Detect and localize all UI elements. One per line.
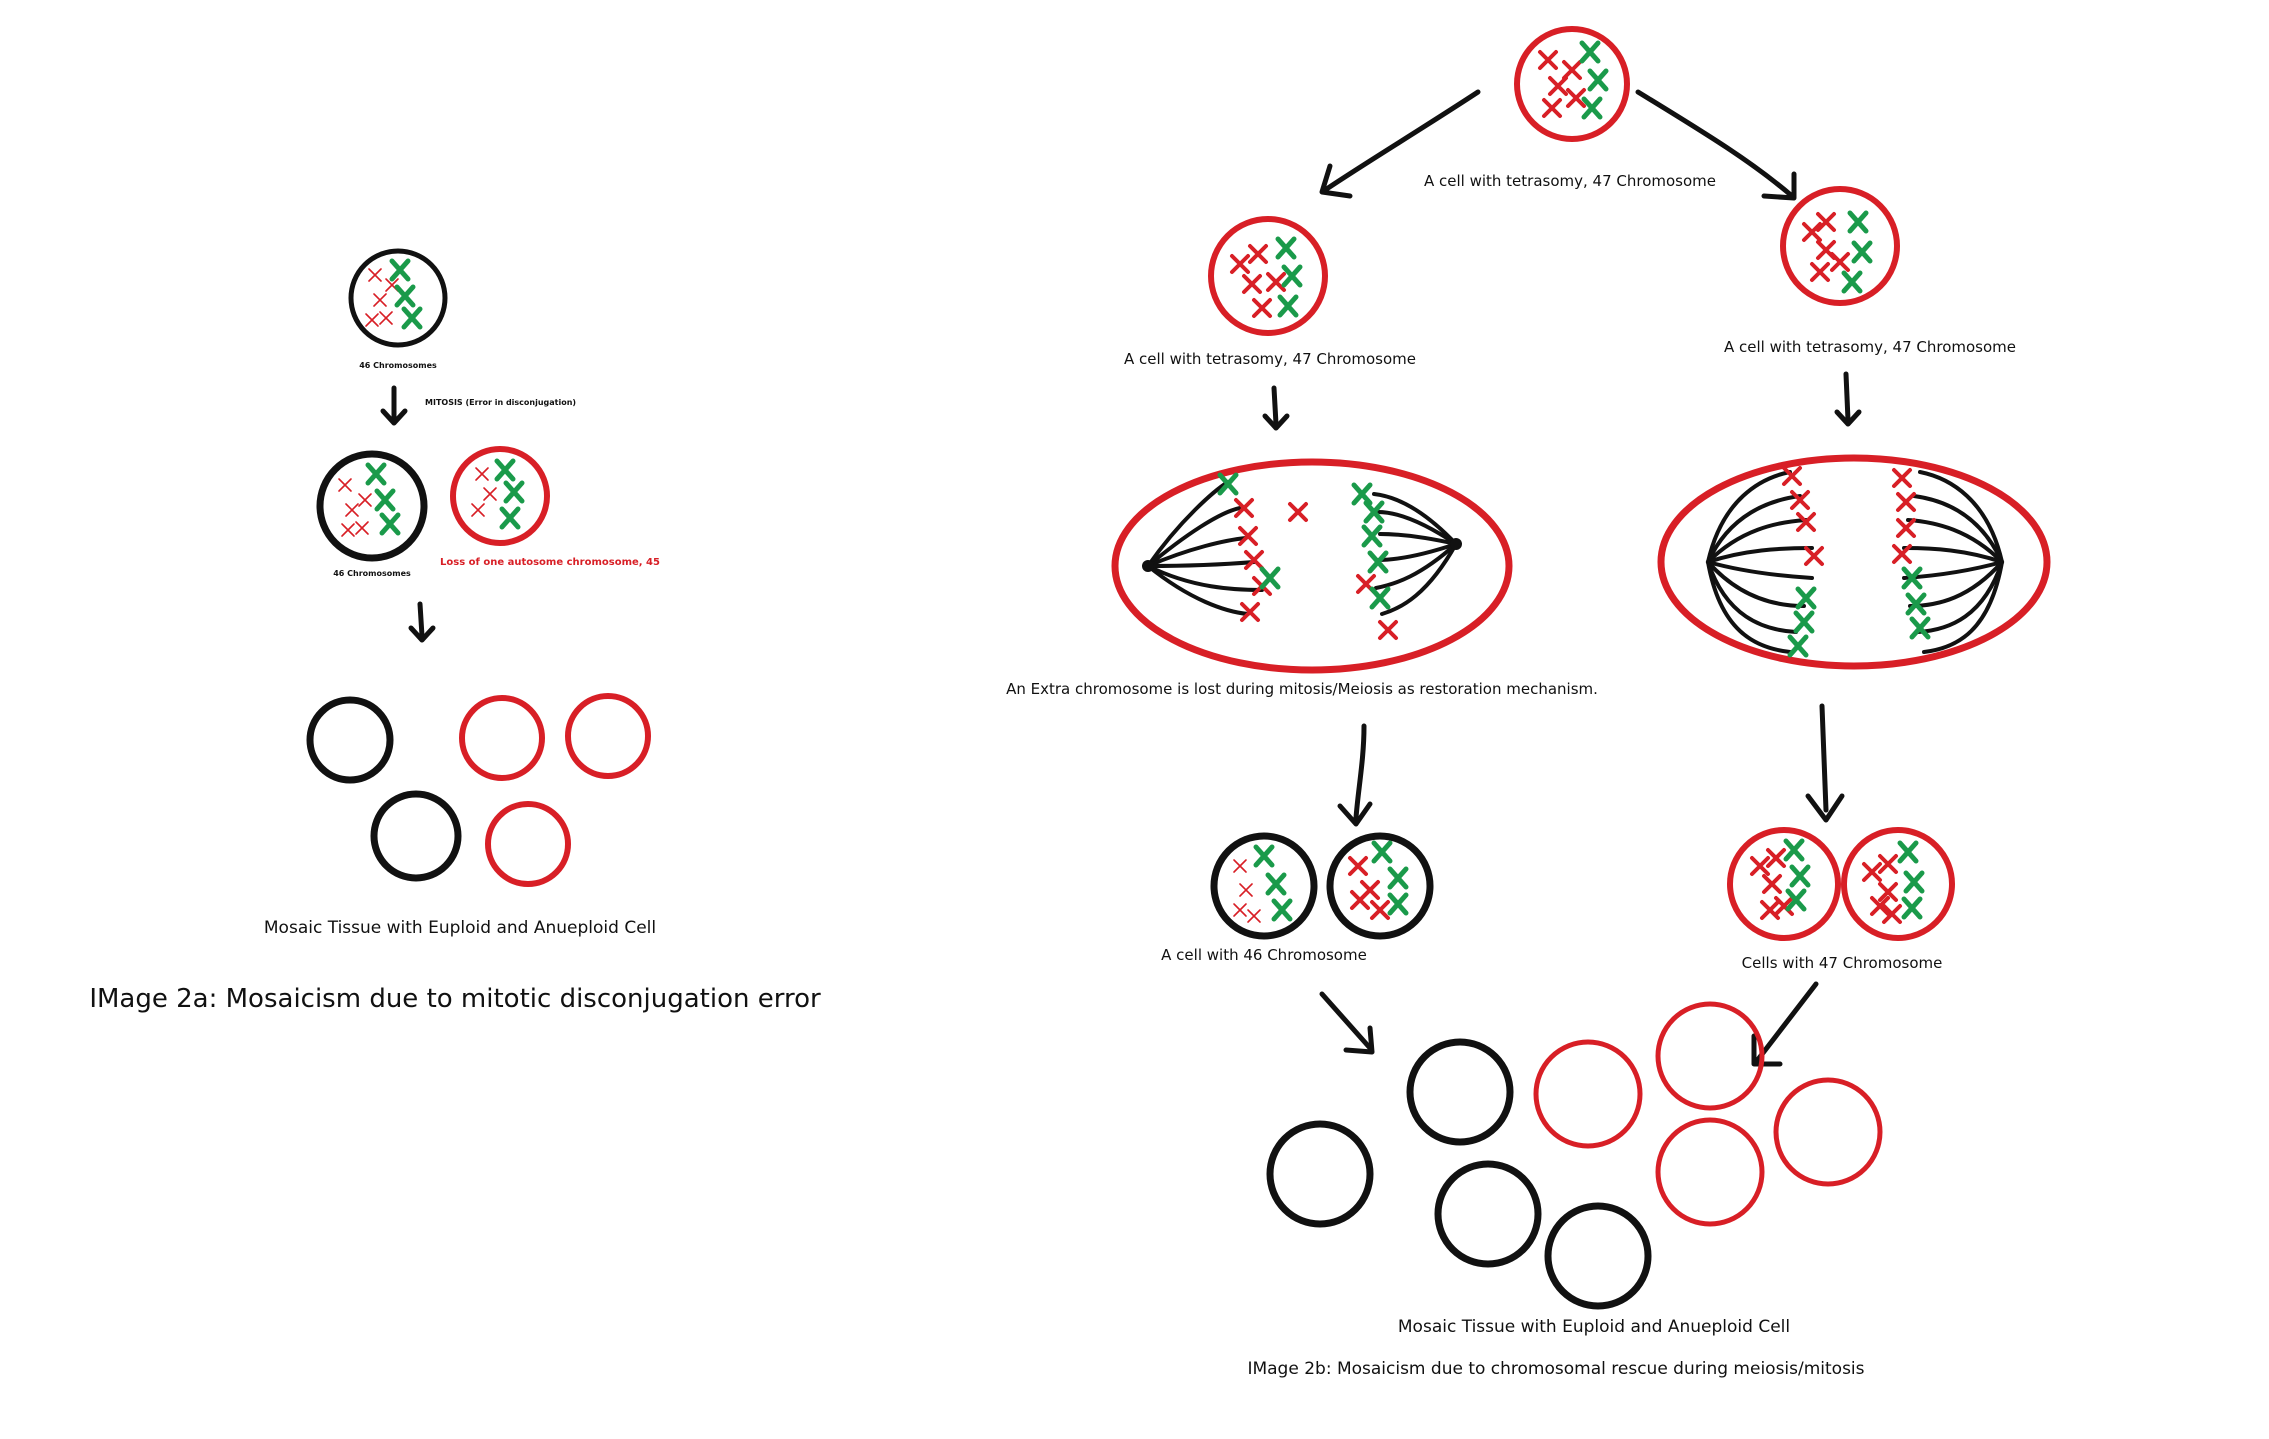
panel-a-top-cell-label: 46 Chromosomes [359,361,437,370]
panel-a-arrow-1 [383,388,405,423]
panel-b: A cell with tetrasomy, 47 Chromosome A c… [1006,29,2047,1379]
panel-a: 46 Chromosomes MITOSIS (Error in disconj… [89,251,821,1014]
panel-b-arrow-to-tissue-left [1322,994,1372,1052]
panel-a-aneuploid-cell-label: Loss of one autosome chromosome, 45 [440,557,660,568]
panel-a-process-label: MITOSIS (Error in disconjugation) [425,398,576,407]
panel-a-normal-cell-label: 46 Chromosomes [333,569,411,578]
panel-b-right-daughters-label: Cells with 47 Chromosome [1742,954,1943,972]
panel-b-left-cell-label: A cell with tetrasomy, 47 Chromosome [1124,350,1416,368]
panel-b-right-cell-label: A cell with tetrasomy, 47 Chromosome [1724,338,2016,356]
panel-a-tissue-label: Mosaic Tissue with Euploid and Anueploid… [264,918,656,938]
panel-a-caption: IMage 2a: Mosaicism due to mitotic disco… [89,984,821,1014]
panel-b-top-cell-label: A cell with tetrasomy, 47 Chromosome [1424,172,1716,190]
panel-b-left-daughters [1214,836,1430,936]
panel-a-normal-cell [320,454,424,558]
panel-b-left-daughters-label: A cell with 46 Chromosome [1161,946,1367,964]
panel-b-left-cell [1211,219,1325,333]
panel-b-right-daughters [1730,830,1952,938]
panel-b-caption: IMage 2b: Mosaicism due to chromosomal r… [1247,1359,1864,1379]
panel-b-arrow-right-daughters [1808,706,1842,820]
panel-b-right-dividing-cell [1661,458,2047,666]
panel-a-top-cell [351,251,445,345]
panel-b-right-cell [1783,189,1897,303]
panel-b-left-dividing-cell [1115,462,1509,670]
panel-a-aneuploid-cell [453,449,547,543]
panel-b-arrow-left-down [1265,388,1287,428]
panel-b-top-cell [1517,29,1627,139]
panel-b-arrow-left-daughters [1340,726,1370,824]
panel-b-tissue-label: Mosaic Tissue with Euploid and Anueploid… [1398,1317,1790,1337]
panel-a-tissue [310,696,648,884]
panel-b-division-label: An Extra chromosome is lost during mitos… [1006,680,1598,698]
panel-b-arrow-right-down [1837,374,1859,424]
panel-a-arrow-2 [411,604,433,640]
